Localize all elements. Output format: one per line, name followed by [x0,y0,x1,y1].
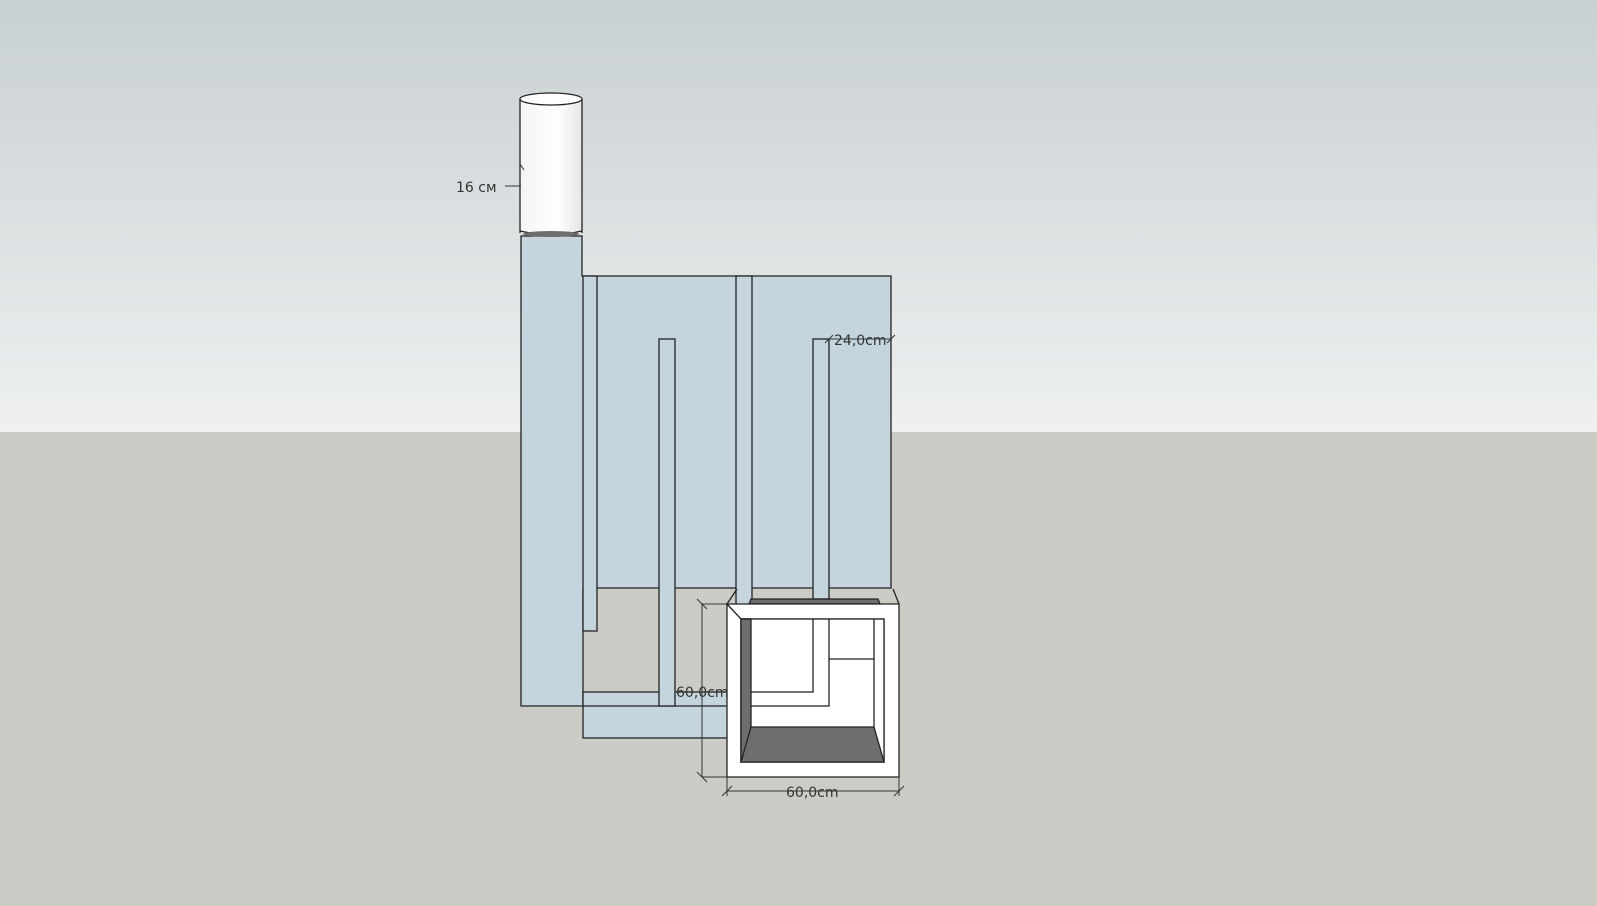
firebox-inner-edge-1 [751,619,814,693]
dimension-lines [505,163,905,797]
flue-gap-label: 24,0cm [834,333,887,349]
chimney-body [520,99,582,233]
firebox-width-label: 60,0cm [786,785,839,801]
stove-body[interactable] [520,235,892,707]
flue-wall-center [735,275,753,632]
firebox-height-label: 60,0cm [676,685,729,701]
chimney-pipe[interactable] [519,92,583,237]
chimney-diameter-label: 16 см [456,180,497,196]
firebox-top-edge [748,598,881,605]
flue-wall-right [812,338,830,600]
stove-base-step[interactable] [582,691,729,739]
firebox-floor-shadow [740,726,885,763]
stove-model[interactable] [519,92,900,778]
firebox-inner-edge-2 [751,619,830,707]
chimney-bottom-shadow [523,231,579,237]
chimney-top [519,92,583,106]
firebox[interactable] [725,588,900,778]
flue-wall-middle [658,338,676,707]
flue-wall-left [582,275,598,632]
